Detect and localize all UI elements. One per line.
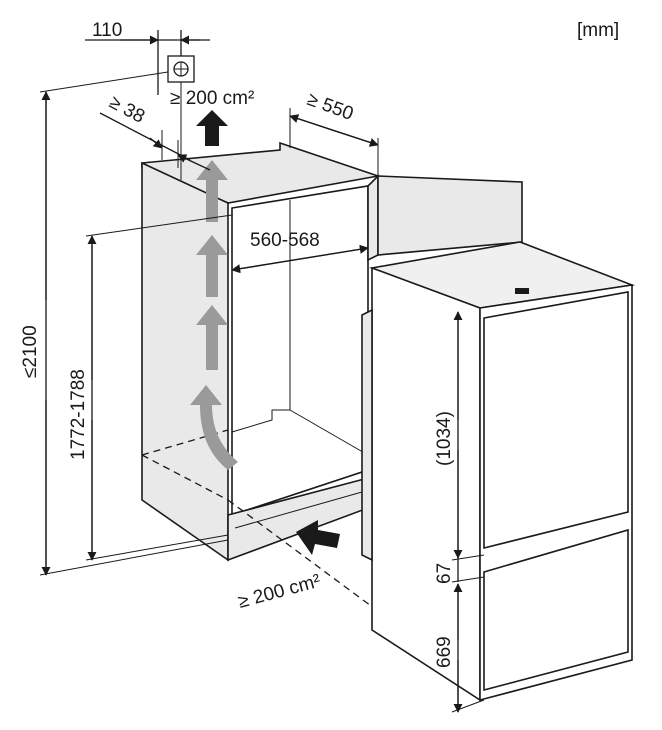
unit-label: [mm] [577,20,619,41]
lower-door [483,528,629,692]
height-top-ext [39,71,169,93]
cabinet-floor-edge [289,409,369,456]
dim-upper-door-label: (1034) [434,411,455,466]
vent-area-bottom-label: ≥ 200 cm² [236,571,323,613]
cabinet-back-panel [377,175,523,256]
vent-area-top-label: ≥ 200 cm² [170,88,254,109]
airflow-arrow-3 [196,305,228,370]
airflow-arrows [190,160,238,470]
dim-38-label: ≥ 38 [106,92,148,128]
intake-arrow-icon [296,520,340,555]
cabinet-right-panel [367,174,379,262]
dim-110-label: 110 [92,20,122,41]
floor-diagonal [227,499,391,621]
dim-niche-width-label: 560-568 [250,230,320,251]
gap-ext-top [451,554,485,561]
cabinet-back-edge [231,200,291,433]
dim-38-line [99,112,191,161]
niche-height-bottom-ext [85,534,229,561]
exhaust-arrow-icon [196,110,228,146]
appliance-side [371,266,481,702]
dim-gap-label: 67 [434,563,455,584]
upper-door [483,291,629,550]
airflow-arrow-1 [196,160,228,222]
lower-door-bottom-ext [451,699,485,713]
appliance [361,241,636,702]
plinth-slot [234,491,363,529]
vent-grille-icon [167,55,195,83]
floor-front [141,454,229,501]
hinge [515,288,529,294]
mounting-strip [361,308,373,562]
dim-total-height-label: ≤2100 [20,325,41,378]
dim-niche-height-label: 1772-1788 [68,369,89,460]
dim-lower-door-label: 669 [434,636,455,668]
airflow-arrow-2 [196,235,228,297]
airflow-arrow-4 [190,385,238,470]
dim-550-label: ≥ 550 [304,89,356,125]
height-bottom-ext [39,539,229,576]
gap-ext-bottom [451,576,485,583]
niche-height-top-ext [85,214,233,237]
